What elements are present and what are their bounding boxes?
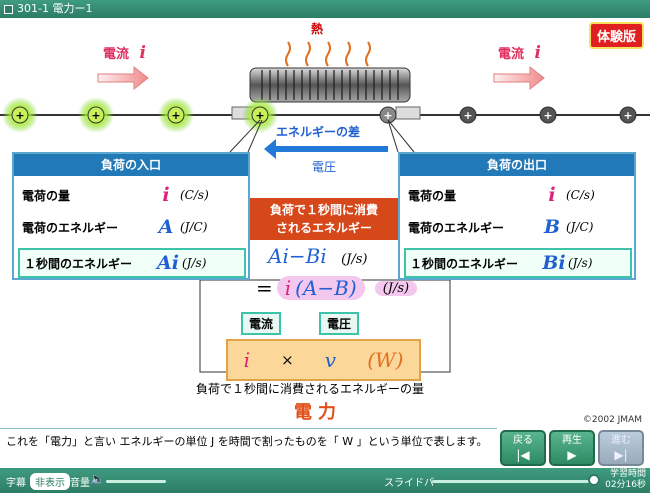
caption-label: 字幕 xyxy=(6,478,26,489)
back-button[interactable]: 戻る|◀ xyxy=(500,430,546,466)
current-arrow-right xyxy=(493,65,545,91)
current-right-symbol: i xyxy=(534,43,542,63)
voltage-tag: 電圧 xyxy=(319,312,360,335)
svg-text:+: + xyxy=(171,109,180,122)
next-button[interactable]: 進む▶| xyxy=(598,430,644,466)
consumed-energy-box: 負荷で１秒間に消費されるエネルギー xyxy=(250,198,398,240)
resistor-coil xyxy=(249,67,411,103)
energy-difference-equation: Ai−Bi (J/s) xyxy=(268,244,368,268)
energy-difference-label: エネルギーの差 xyxy=(276,125,361,139)
slide-bar-thumb[interactable] xyxy=(588,474,600,486)
svg-text:+: + xyxy=(463,109,472,122)
volume-slider[interactable] xyxy=(106,480,166,483)
current-arrow-left xyxy=(97,65,149,91)
outlet-panel-title: 負荷の出口 xyxy=(400,154,634,176)
window-icon xyxy=(4,4,13,14)
heat-label: 熱 xyxy=(311,22,324,36)
svg-text:+: + xyxy=(383,109,392,122)
eq1-unit: (J/s) xyxy=(341,252,368,267)
copyright: ©2002 JMAM xyxy=(582,415,642,425)
current-left-symbol: i xyxy=(139,43,147,63)
slide-bar-label: スライドバー xyxy=(384,478,444,489)
svg-text:+: + xyxy=(623,109,632,122)
volume-label: 音量 xyxy=(70,478,90,489)
current-left-label: 電流 i xyxy=(103,43,147,63)
voltage-arrow xyxy=(264,139,388,159)
svg-text:+: + xyxy=(15,109,24,122)
window-title: 301-1 電力ー1 xyxy=(17,2,93,15)
play-button[interactable]: 再生▶ xyxy=(549,430,595,466)
power-formula: i × v (W) xyxy=(226,339,421,381)
svg-text:+: + xyxy=(543,109,552,122)
power-description: 負荷で１秒間に消費されるエネルギーの量 xyxy=(196,382,425,396)
title-bar: 301-1 電力ー1 xyxy=(0,0,650,18)
slide-bar[interactable] xyxy=(432,480,592,483)
factored-equation: = i (A−B) (J/s) xyxy=(256,276,418,300)
current-tag: 電流 xyxy=(241,312,282,335)
lesson-stage: 体験版 熱 xyxy=(0,18,650,428)
charges-high-energy xyxy=(2,97,278,133)
heat-waves xyxy=(285,41,371,67)
speaker-icon: 🔈 xyxy=(90,472,105,486)
charges-low-energy xyxy=(379,106,637,124)
voltage-label: 電圧 xyxy=(312,160,337,174)
svg-text:+: + xyxy=(255,109,264,122)
power-title: 電力 xyxy=(294,402,342,423)
current-right-label: 電流 i xyxy=(498,43,542,63)
caption-hide-button[interactable]: 非表示 xyxy=(30,473,70,490)
svg-text:+: + xyxy=(91,109,100,122)
trial-badge: 体験版 xyxy=(588,22,644,49)
inlet-panel-title: 負荷の入口 xyxy=(14,154,248,176)
subtitle-text: これを「電力」と言い エネルギーの単位 J を時間で割ったものを「 W 」という… xyxy=(0,428,497,468)
